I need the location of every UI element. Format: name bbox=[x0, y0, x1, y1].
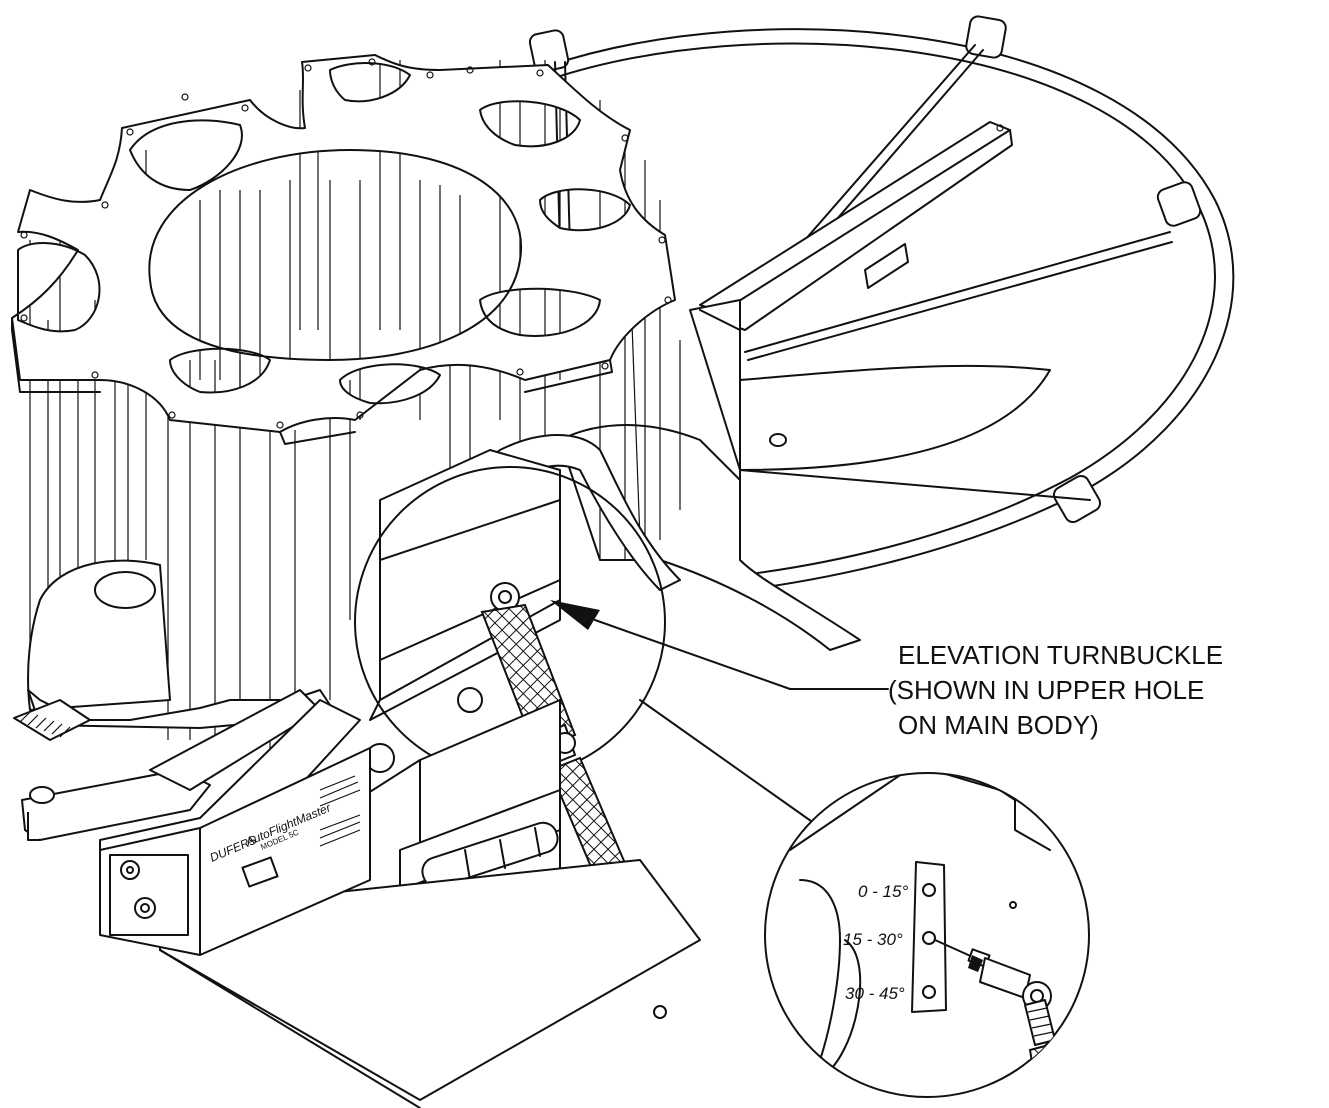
callout-line-3: ON MAIN BODY) bbox=[898, 710, 1099, 740]
cradle-arm bbox=[365, 434, 681, 773]
main-body bbox=[559, 309, 861, 651]
callout-line-1: ELEVATION TURNBUCKLE bbox=[898, 640, 1223, 670]
base-plate bbox=[689, 299, 1091, 501]
callout-arrowhead bbox=[550, 600, 600, 630]
callout-line-2: (SHOWN IN UPPER HOLE bbox=[888, 675, 1204, 705]
clay-magazine bbox=[11, 54, 681, 750]
angle-mark-0-15: 0 - 15° bbox=[858, 882, 908, 901]
zoom-leader-line bbox=[639, 699, 836, 839]
angle-mark-15-30: 15 - 30° bbox=[843, 930, 903, 949]
latch-handle bbox=[13, 689, 321, 841]
detail-inset: 0 - 15° 15 - 30° 30 - 45° bbox=[764, 772, 1090, 1098]
angle-mark-30-45: 30 - 45° bbox=[845, 984, 905, 1003]
callout: ELEVATION TURNBUCKLE (SHOWN IN UPPER HOL… bbox=[550, 600, 1223, 740]
control-box: DUFERS AutoFlightMaster MODEL 5C bbox=[99, 699, 371, 956]
